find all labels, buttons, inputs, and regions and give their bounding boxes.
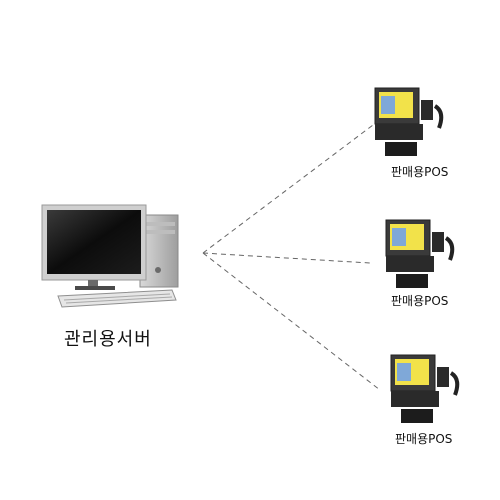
desktop-computer-icon [41,204,179,308]
connection-line-pos-3 [202,252,381,391]
connection-line-pos-1 [202,124,374,254]
connection-line-pos-2 [202,252,371,264]
pos-label: 판매용POS [391,165,449,179]
pos-label: 판매용POS [391,294,449,308]
pos-label: 판매용POS [395,432,453,446]
connection-lines [202,124,381,391]
pos-terminal-icon [390,354,460,423]
pos-terminal-icon [374,87,444,156]
pos-terminal-icon [385,219,455,288]
server-label: 관리용서버 [64,329,152,350]
